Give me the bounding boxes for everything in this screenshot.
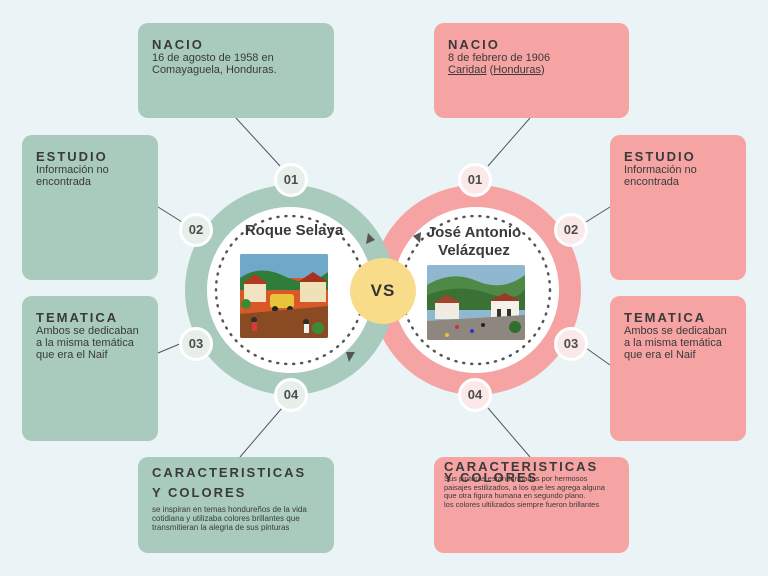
right-caracteristicas-text-2: los colores ultilizados siempre fueron b… xyxy=(444,499,600,509)
right-nacio-country-link[interactable]: Honduras xyxy=(493,64,541,76)
right-caracteristicas-text-1: Sus pinturas están formadas por hermosos… xyxy=(444,474,605,500)
vs-circle: VS xyxy=(350,258,416,324)
left-caracteristicas-box: CARACTERISTICAS Y COLORES se inspiran en… xyxy=(138,457,334,553)
left-estudio-title: ESTUDIO xyxy=(36,149,108,164)
left-tematica-title: TEMATICA xyxy=(36,310,119,325)
left-artist-name: Roque Selaya xyxy=(244,222,344,239)
left-caracteristicas-text: se inspiran en temas hondureños de la vi… xyxy=(152,505,307,532)
right-badge-01: 01 xyxy=(458,163,492,197)
right-badge-02: 02 xyxy=(554,213,588,247)
right-nacio-title: NACIO xyxy=(448,37,500,52)
right-artist-name-2: Velázquez xyxy=(438,242,510,259)
right-caracteristicas-box: CARACTERISTICAS Y COLORES Sus pinturas e… xyxy=(434,457,629,553)
left-nacio-title: NACIO xyxy=(152,37,204,52)
right-painting-image xyxy=(427,265,525,340)
right-artist-name-1: José Antonio xyxy=(426,224,522,241)
left-nacio-text: 16 de agosto de 1958 en Comayaguela, Hon… xyxy=(152,52,277,76)
left-estudio-text: Información no encontrada xyxy=(36,164,109,188)
right-badge-03: 03 xyxy=(554,327,588,361)
left-estudio-box: ESTUDIO Información no encontrada xyxy=(22,135,158,280)
left-caracteristicas-title-2: Y COLORES xyxy=(152,485,247,500)
right-nacio-paren-open: ( xyxy=(486,64,494,76)
left-badge-01: 01 xyxy=(274,163,308,197)
connector-lines xyxy=(157,117,611,458)
pink-arrow-top xyxy=(413,232,421,243)
left-tematica-box: TEMATICA Ambos se dedicaban a la misma t… xyxy=(22,296,158,441)
right-badge-04: 04 xyxy=(458,378,492,412)
green-arrow-bottom xyxy=(346,352,355,362)
right-tematica-title: TEMATICA xyxy=(624,310,707,325)
left-badge-04: 04 xyxy=(274,378,308,412)
left-painting-image xyxy=(240,254,328,338)
right-nacio-place-line: Caridad (Honduras) xyxy=(448,64,615,76)
right-nacio-paren-close: ) xyxy=(540,64,545,76)
right-estudio-text: Información no encontrada xyxy=(624,164,697,188)
right-nacio-box: NACIO 8 de febrero de 1906 Caridad (Hond… xyxy=(434,23,629,118)
right-tematica-box: TEMATICA Ambos se dedicaban a la misma t… xyxy=(610,296,746,441)
right-caracteristicas-title-1: CARACTERISTICAS xyxy=(444,459,599,474)
right-nacio-text: 8 de febrero de 1906 xyxy=(448,52,551,64)
right-estudio-title: ESTUDIO xyxy=(624,149,696,164)
left-tematica-text: Ambos se dedicaban a la misma temática q… xyxy=(36,325,139,361)
right-caracteristicas-title-2: Y COLORES xyxy=(444,470,539,485)
right-nacio-place-link[interactable]: Caridad xyxy=(448,64,487,76)
right-estudio-box: ESTUDIO Información no encontrada xyxy=(610,135,746,280)
green-arrow-top xyxy=(366,233,375,244)
left-caracteristicas-title-1: CARACTERISTICAS xyxy=(152,465,307,480)
left-nacio-box: NACIO 16 de agosto de 1958 en Comayaguel… xyxy=(138,23,334,118)
left-badge-02: 02 xyxy=(179,213,213,247)
left-badge-03: 03 xyxy=(179,327,213,361)
right-tematica-text: Ambos se dedicaban a la misma temática q… xyxy=(624,325,727,361)
